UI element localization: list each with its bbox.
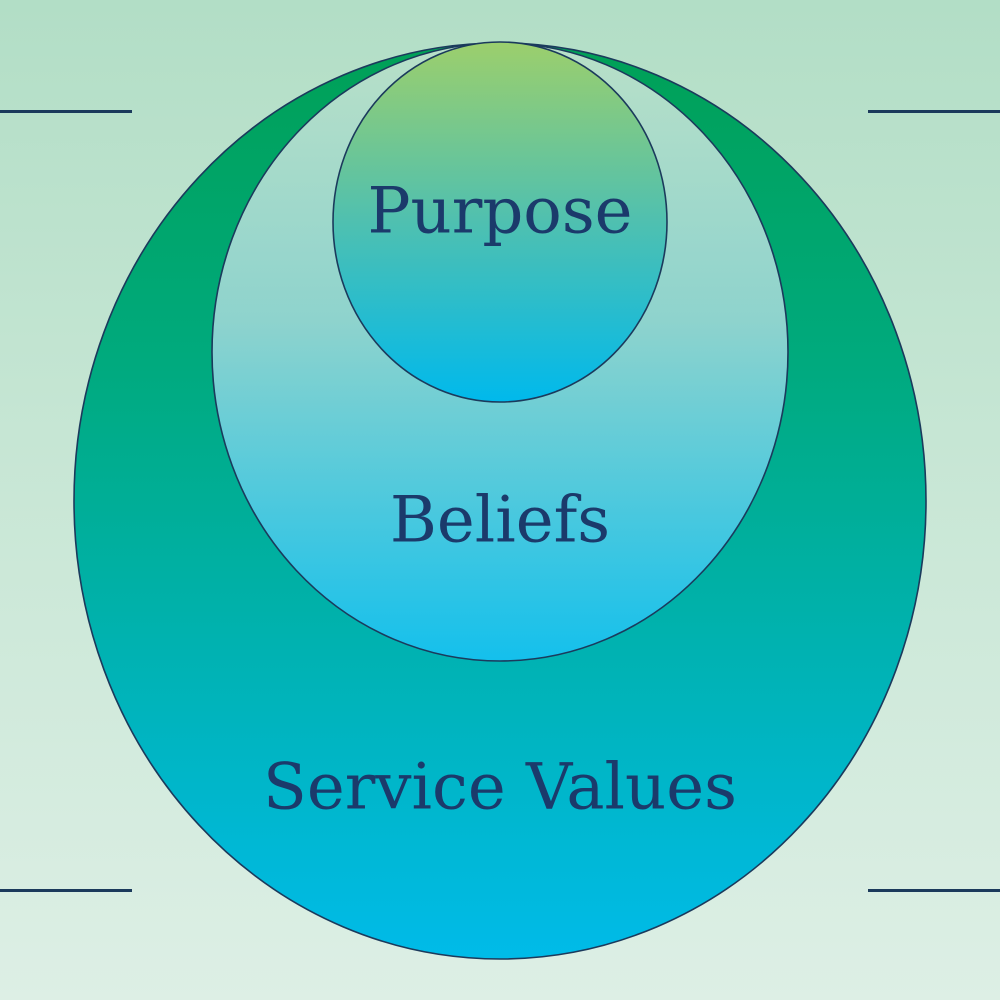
bottom-left-divider-line bbox=[0, 889, 132, 892]
middle-label: Beliefs bbox=[390, 484, 610, 558]
top-right-divider-line bbox=[868, 110, 1000, 113]
inner-circle bbox=[332, 41, 668, 403]
bottom-right-divider-line bbox=[868, 889, 1000, 892]
inner-label: Purpose bbox=[367, 175, 632, 249]
top-left-divider-line bbox=[0, 110, 132, 113]
outer-label: Service Values bbox=[263, 751, 737, 825]
